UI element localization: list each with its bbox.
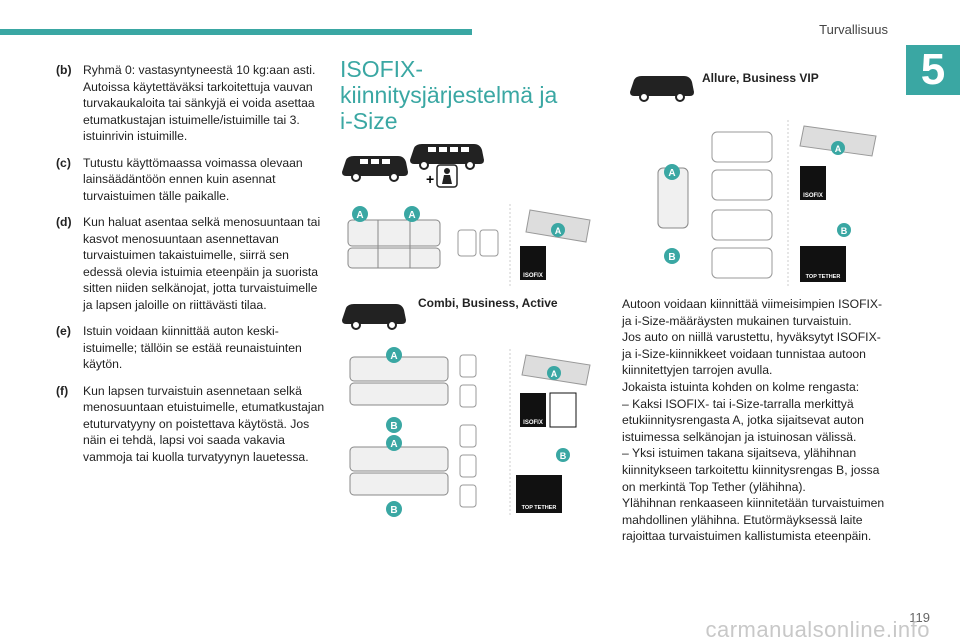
- child-seat-icon: [436, 164, 458, 188]
- item-text: Kun lapsen turvaistuin asennetaan selkä …: [83, 383, 325, 464]
- item-key: (b): [56, 63, 72, 77]
- isofix-sticker: [520, 246, 546, 280]
- isize-sticker: [549, 392, 577, 428]
- item-key: (e): [56, 324, 71, 338]
- isofix-sticker: [800, 166, 826, 200]
- list-item: (d) Kun haluat asentaa selkä menosuuntaan…: [56, 214, 326, 313]
- caption-allure: Allure, Business VIP: [702, 71, 819, 85]
- section-title: Turvallisuus: [819, 22, 888, 37]
- paragraph: Ylähihnan renkaaseen kiinnitetään turvai…: [622, 496, 885, 544]
- header-accent-bar: [0, 29, 472, 35]
- label-a: A: [408, 210, 415, 221]
- label-a: A: [835, 144, 842, 154]
- item-text: Istuin voidaan kiinnittää auton keski-is…: [83, 324, 302, 371]
- paragraph: Jokaista istuinta kohden on kolme rengas…: [622, 379, 860, 394]
- item-text: Tutustu käyttömaassa voimassa olevaan la…: [83, 155, 303, 203]
- left-column: (b) Ryhmä 0: vastasyntyneestä 10 kg:aan a…: [56, 62, 326, 475]
- van-long-icon: [410, 144, 484, 170]
- label-b-marker: [664, 248, 680, 264]
- isofix-label: ISOFIX: [523, 420, 543, 426]
- isofix-seat-figure-2: A B A B A ISOFIX B TOP TETHER: [340, 345, 602, 520]
- item-text: Ryhmä 0: vastasyntyneestä 10 kg:aan asti…: [83, 63, 316, 143]
- isofix-seat-figure-1: A A A ISOFIX: [340, 200, 602, 288]
- van-icon-allure: [628, 72, 698, 104]
- svg-text:+: +: [426, 171, 434, 187]
- page-title: ISOFIX-kiinnitysjärjestelmä ja i-Size: [340, 56, 558, 134]
- label-a-marker: [404, 206, 420, 222]
- item-text: Kun haluat asentaa selkä menosuuntaan ta…: [83, 215, 321, 312]
- list-item: (b) Ryhmä 0: vastasyntyneestä 10 kg:aan a…: [56, 62, 326, 145]
- label-a-marker: [551, 223, 565, 237]
- label-b: B: [390, 421, 397, 432]
- isofix-label: ISOFIX: [803, 193, 823, 199]
- paragraph: – Kaksi ISOFIX- tai i-Size-tarralla merk…: [622, 396, 864, 444]
- label-b: B: [390, 505, 397, 516]
- label-b-marker: [837, 223, 851, 237]
- label-a: A: [668, 168, 675, 179]
- label-a: A: [390, 351, 397, 362]
- paragraph: – Yksi istuimen takana sijaitseva, ylähi…: [622, 446, 880, 494]
- item-key: (c): [56, 155, 71, 170]
- label-b-marker: [386, 501, 402, 517]
- caption-combi: Combi, Business, Active: [418, 296, 558, 310]
- label-a: A: [551, 369, 558, 379]
- top-tether-sticker: [800, 246, 846, 282]
- item-key: (d): [56, 215, 72, 229]
- page-number: 119: [909, 610, 930, 625]
- label-b-marker: [386, 417, 402, 433]
- isofix-sticker: [520, 393, 546, 427]
- vehicle-seat-plan: [459, 354, 477, 508]
- label-a-marker: [547, 366, 561, 380]
- label-b: B: [668, 252, 675, 263]
- rear-bench-seat: [349, 446, 449, 496]
- list-item: (c) Tutustu käyttömaassa voimassa olevaan…: [56, 155, 326, 205]
- vehicle-seat-plan: [711, 131, 773, 279]
- chapter-number-tab: 5: [906, 45, 960, 95]
- rear-bench-seat: [347, 219, 441, 269]
- label-a-marker: [352, 206, 368, 222]
- watermark: carmanualsonline.info: [705, 617, 930, 642]
- label-a-marker: [664, 164, 680, 180]
- top-tether-sticker: [516, 475, 562, 513]
- list-item: (e) Istuin voidaan kiinnittää auton keski…: [56, 323, 326, 373]
- paragraph: Jos auto on niillä varustettu, hyväksyty…: [622, 330, 881, 378]
- vehicle-seat-plan: [457, 229, 499, 257]
- paragraph: Autoon voidaan kiinnittää viimeisimpien …: [622, 297, 883, 328]
- isofix-seat-figure-3: A B A ISOFIX B TOP TETHER: [628, 118, 886, 288]
- label-a: A: [356, 210, 363, 221]
- isofix-label: ISOFIX: [523, 273, 543, 279]
- label-b: B: [841, 226, 848, 236]
- van-icon-small: [340, 300, 410, 330]
- label-a: A: [555, 226, 562, 236]
- label-b: B: [560, 451, 567, 461]
- top-tether-label: TOP TETHER: [806, 274, 841, 280]
- label-a-marker: [831, 141, 845, 155]
- top-tether-label: TOP TETHER: [522, 505, 557, 511]
- right-column-text: Autoon voidaan kiinnittää viimeisimpien …: [622, 296, 887, 545]
- label-b-marker: [556, 448, 570, 462]
- rear-bench-seat: [349, 356, 449, 406]
- label-a-marker: [386, 435, 402, 451]
- item-key: (f): [56, 383, 69, 398]
- label-a-marker: [386, 347, 402, 363]
- van-icon: [342, 156, 408, 182]
- van-icons-figure: +: [340, 140, 490, 190]
- list-item: (f) Kun lapsen turvaistuin asennetaan sel…: [56, 383, 326, 466]
- label-a: A: [390, 439, 397, 450]
